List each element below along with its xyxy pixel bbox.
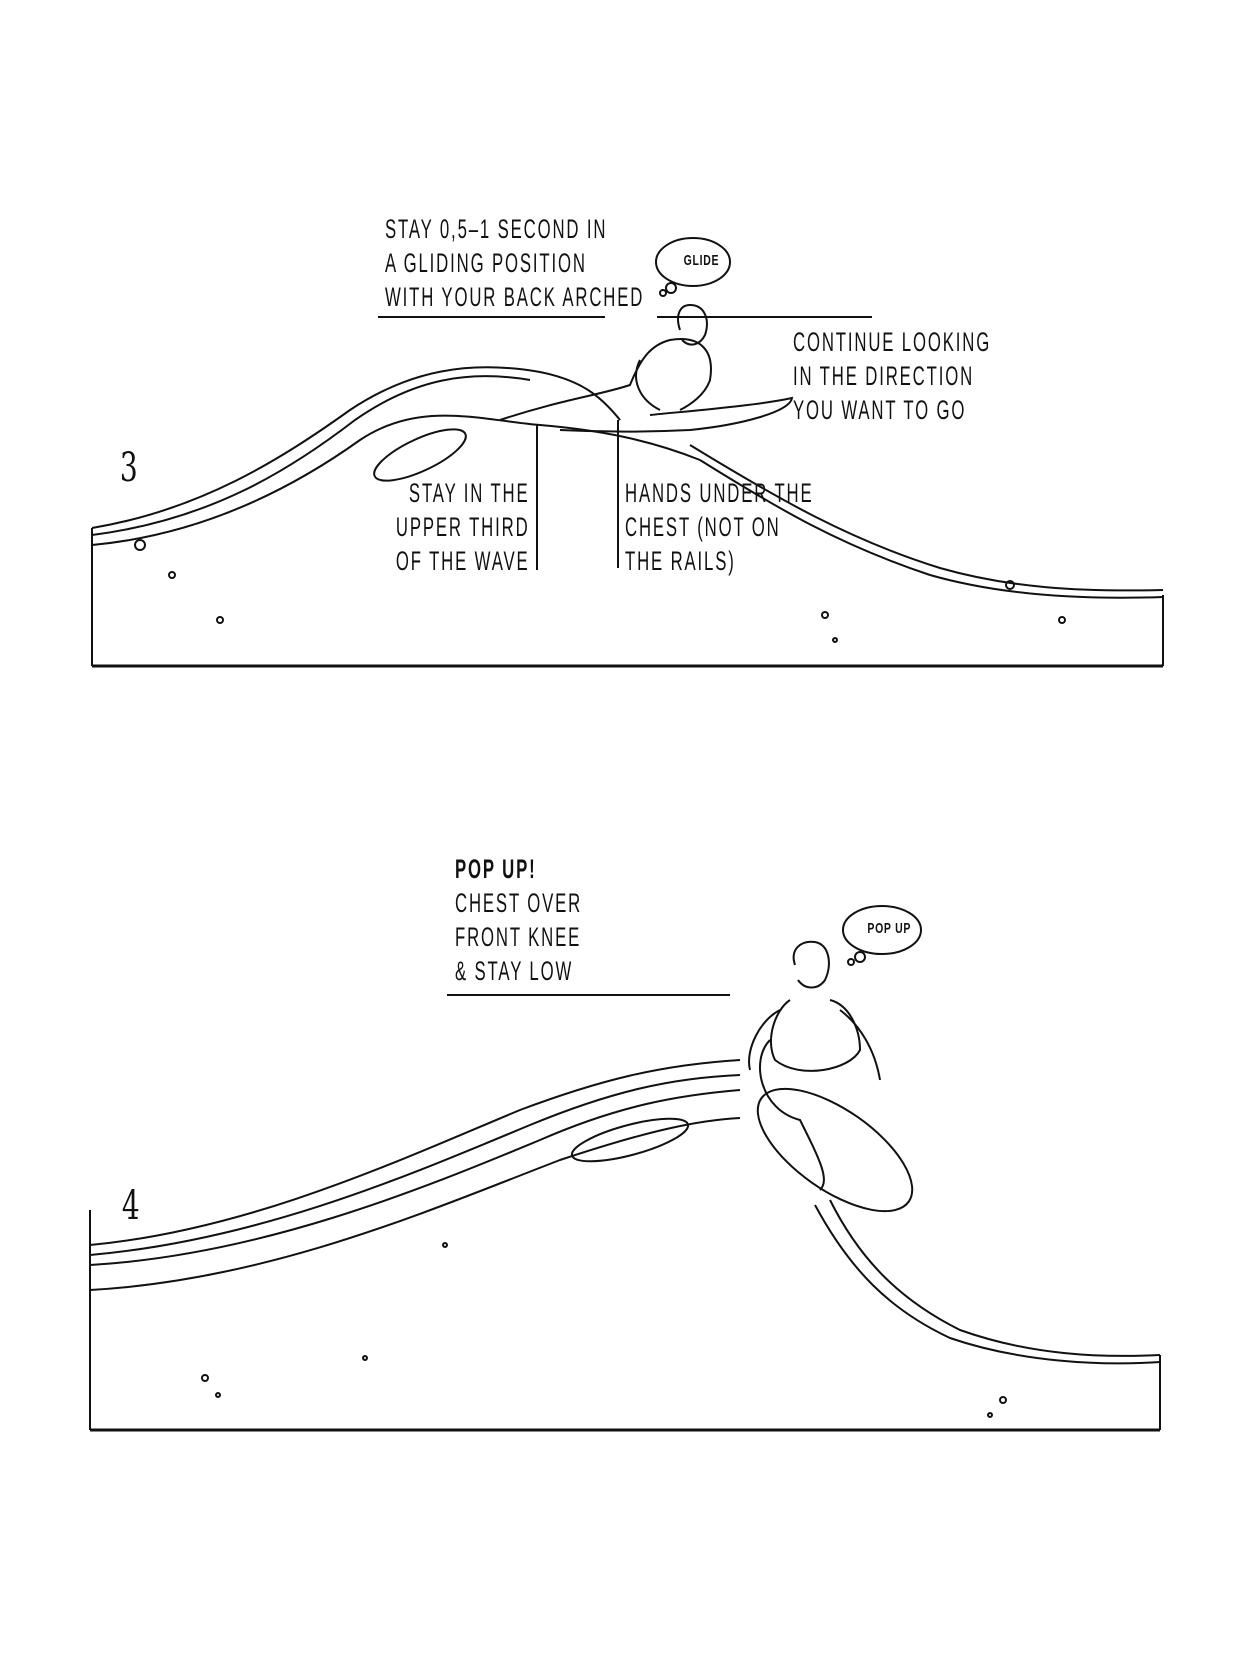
caption-pop-up: POP UP! CHEST OVER FRONT KNEE & STAY LOW bbox=[455, 852, 582, 988]
caption-line: UPPER THIRD bbox=[396, 512, 530, 542]
panel-number: 3 bbox=[119, 445, 138, 491]
caption-line: CONTINUE LOOKING bbox=[793, 327, 992, 357]
thought-bubble-pop-up bbox=[842, 905, 922, 955]
caption-line: WITH YOUR BACK ARCHED bbox=[385, 282, 645, 312]
caption-line: OF THE WAVE bbox=[396, 546, 530, 576]
caption-line: THE RAILS) bbox=[625, 546, 736, 576]
caption-looking-direction: CONTINUE LOOKING IN THE DIRECTION YOU WA… bbox=[793, 325, 991, 427]
caption-line: & STAY LOW bbox=[455, 956, 574, 986]
caption-line: STAY IN THE bbox=[409, 478, 530, 508]
thought-bubble-glide bbox=[655, 237, 731, 287]
panel-4-wave bbox=[89, 1059, 1161, 1432]
panel-3-wave bbox=[91, 366, 1164, 668]
thought-pop-up: POP UP bbox=[867, 920, 912, 937]
caption-hands-under-chest: HANDS UNDER THE CHEST (NOT ON THE RAILS) bbox=[625, 476, 813, 578]
caption-line: A GLIDING POSITION bbox=[385, 248, 587, 278]
caption-line: YOU WANT TO GO bbox=[793, 395, 967, 425]
caption-line: POP UP! bbox=[455, 854, 537, 884]
caption-line: CHEST OVER bbox=[455, 888, 583, 918]
caption-line: IN THE DIRECTION bbox=[793, 361, 975, 391]
caption-line: FRONT KNEE bbox=[455, 922, 582, 952]
caption-upper-third: STAY IN THE UPPER THIRD OF THE WAVE bbox=[396, 476, 530, 578]
thought-glide: GLIDE bbox=[683, 252, 720, 269]
caption-line: STAY 0,5–1 SECOND IN bbox=[385, 214, 608, 244]
caption-line: HANDS UNDER THE bbox=[625, 478, 814, 508]
caption-gliding-position: STAY 0,5–1 SECOND IN A GLIDING POSITION … bbox=[385, 212, 644, 314]
caption-line: CHEST (NOT ON bbox=[625, 512, 781, 542]
panel-4-surfer bbox=[748, 940, 914, 1213]
panel-number: 4 bbox=[121, 1183, 140, 1229]
panel-3-surfer bbox=[499, 303, 794, 433]
